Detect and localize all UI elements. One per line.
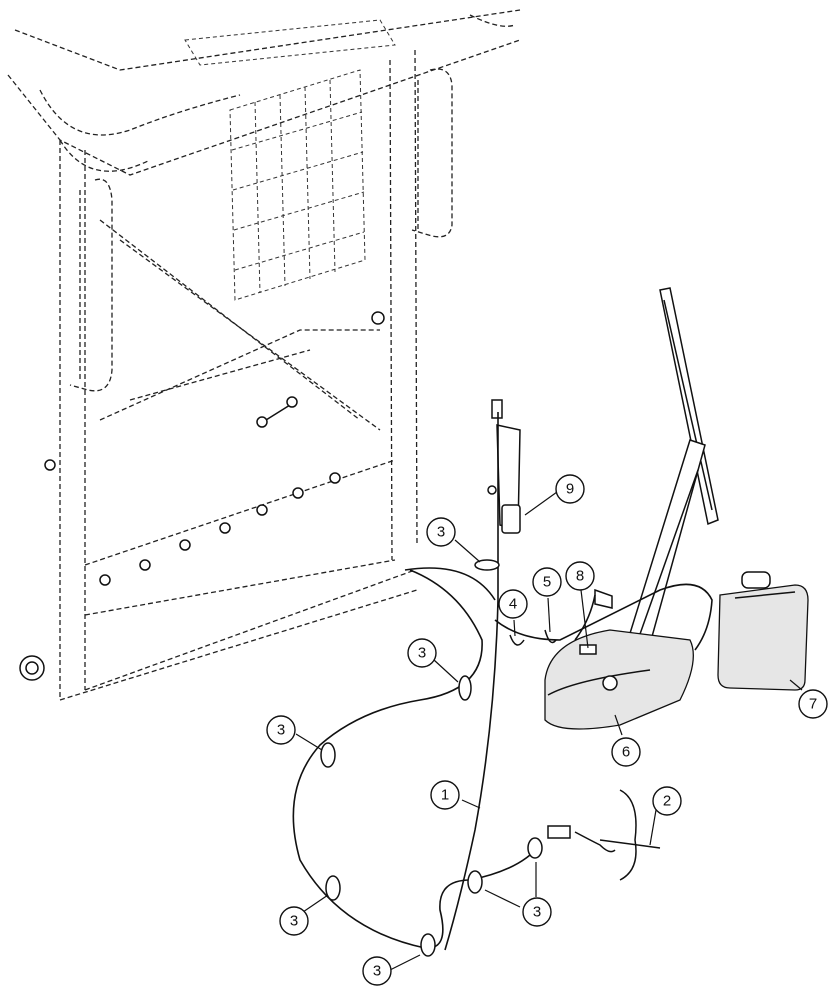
callout-5: 5 <box>532 567 562 597</box>
frame-bolts <box>19 311 385 681</box>
callout-8: 8 <box>565 561 595 591</box>
callout-9-label: 9 <box>566 481 574 498</box>
washer-switch <box>487 399 521 534</box>
callout-7-label: 7 <box>809 696 817 713</box>
rear-connector <box>547 789 661 881</box>
callout-3: 3 <box>362 956 392 986</box>
callout-3-label: 3 <box>373 963 381 980</box>
callout-5-label: 5 <box>543 574 551 591</box>
wire-harness <box>292 412 713 957</box>
callout-3: 3 <box>266 715 296 745</box>
callout-8-label: 8 <box>576 568 584 585</box>
callout-3-label: 3 <box>418 645 426 662</box>
callout-2: 2 <box>652 786 682 816</box>
callout-1: 1 <box>430 780 460 810</box>
cab-frame <box>7 9 521 701</box>
callout-3-label: 3 <box>533 904 541 921</box>
wiper-assembly <box>615 287 719 691</box>
callout-7: 7 <box>798 689 828 719</box>
callout-6: 6 <box>611 737 641 767</box>
callout-4-label: 4 <box>509 596 517 613</box>
callout-3: 3 <box>522 897 552 927</box>
callout-1-label: 1 <box>441 787 449 804</box>
callout-3-label: 3 <box>277 722 285 739</box>
callout-3: 3 <box>407 638 437 668</box>
callout-3: 3 <box>279 906 309 936</box>
callout-3-label: 3 <box>290 913 298 930</box>
wiper-motor <box>544 629 694 730</box>
callout-6-label: 6 <box>622 744 630 761</box>
callout-9: 9 <box>555 474 585 504</box>
clamps <box>509 588 613 655</box>
callout-3: 3 <box>426 517 456 547</box>
callout-4: 4 <box>498 589 528 619</box>
leader-lines <box>295 491 803 971</box>
base-nuts <box>44 459 341 586</box>
callout-2-label: 2 <box>663 793 671 810</box>
washer-reservoir <box>717 571 809 691</box>
callout-3-label: 3 <box>437 524 445 541</box>
